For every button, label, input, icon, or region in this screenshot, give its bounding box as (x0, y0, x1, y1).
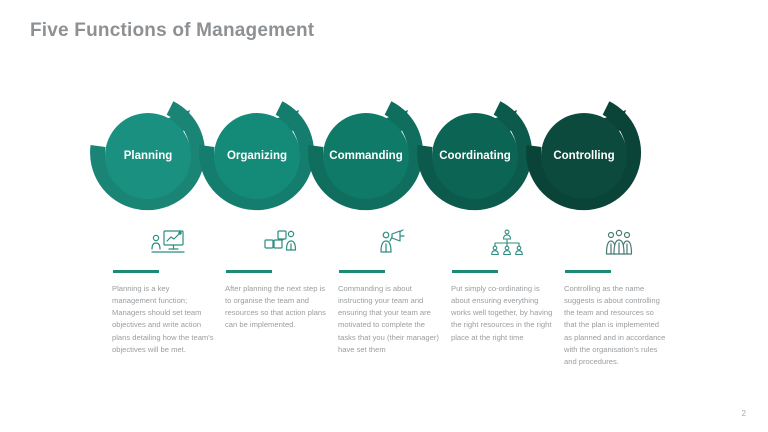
step-circle-controlling[interactable] (541, 113, 627, 199)
card-text-commanding: Commanding is about instructing your tea… (338, 283, 439, 354)
process-diagram-svg (90, 101, 641, 211)
page-title: Five Functions of Management (30, 20, 315, 41)
org-chart-hierarchy-icon (451, 225, 563, 261)
card-planning: Planning is a key management function; M… (112, 225, 224, 356)
card-text-planning: Planning is a key management function; M… (112, 283, 214, 354)
process-diagram: Planning Organizing Commanding Coordinat… (0, 88, 768, 218)
card-commanding: Commanding is about instructing your tea… (338, 225, 450, 356)
card-divider-rule (565, 270, 611, 273)
page-number: 2 (741, 409, 746, 418)
presentation-chart-person-icon (112, 225, 224, 261)
card-divider-rule (339, 270, 385, 273)
card-text-controlling: Controlling as the name suggests is abou… (564, 283, 666, 367)
step-circle-planning[interactable] (105, 113, 191, 199)
step-circle-organizing[interactable] (214, 113, 300, 199)
card-divider-rule (113, 270, 159, 273)
card-coordinating: Put simply co-ordinating is about ensuri… (451, 225, 563, 344)
person-puzzle-organize-icon (225, 225, 337, 261)
card-organizing: After planning the next step is to organ… (225, 225, 337, 332)
card-text-organizing: After planning the next step is to organ… (225, 283, 326, 330)
person-megaphone-icon (338, 225, 450, 261)
three-people-group-icon (564, 225, 676, 261)
card-divider-rule (226, 270, 272, 273)
description-cards: Planning is a key management function; M… (0, 225, 768, 415)
card-divider-rule (452, 270, 498, 273)
card-controlling: Controlling as the name suggests is abou… (564, 225, 676, 369)
step-circle-commanding[interactable] (323, 113, 409, 199)
step-circle-coordinating[interactable] (432, 113, 518, 199)
card-text-coordinating: Put simply co-ordinating is about ensuri… (451, 283, 553, 342)
